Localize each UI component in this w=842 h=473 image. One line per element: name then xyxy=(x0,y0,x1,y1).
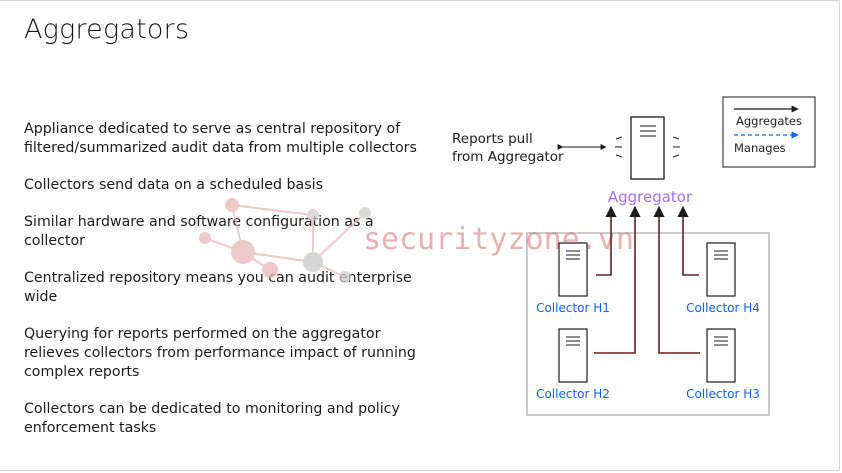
bullet-item: Appliance dedicated to serve as central … xyxy=(24,121,417,156)
aggregator-label: Aggregator xyxy=(608,188,693,206)
collector-h1-label: Collector H1 xyxy=(536,301,610,315)
legend-manages-label: Manages xyxy=(734,141,786,155)
connection-h3 xyxy=(653,205,700,354)
legend: Aggregates Manages xyxy=(722,96,816,168)
collector-h4-server-icon xyxy=(706,242,736,297)
bullet-item: Collectors can be dedicated to monitorin… xyxy=(24,401,400,436)
bullet-list: Appliance dedicated to serve as central … xyxy=(24,120,434,456)
collector-h2-label: Collector H2 xyxy=(536,387,610,401)
legend-aggregates-label: Aggregates xyxy=(736,114,802,128)
connection-h2 xyxy=(594,205,641,354)
connection-h4 xyxy=(677,205,699,276)
bullet-item: Similar hardware and software configurat… xyxy=(24,214,374,249)
bullet-item: Collectors send data on a scheduled basi… xyxy=(24,177,323,193)
bullet-item: Centralized repository means you can aud… xyxy=(24,270,412,305)
aggregates-connections xyxy=(594,205,700,354)
watermark: securityzone.vn xyxy=(199,198,634,283)
aggregator-server-icon xyxy=(615,116,680,180)
network-logo-icon xyxy=(199,198,371,283)
slide-title: Aggregators xyxy=(24,14,190,45)
watermark-text: securityzone.vn xyxy=(363,222,634,257)
reports-pull-label-line2: from Aggregator xyxy=(452,149,564,165)
collector-h3-label: Collector H3 xyxy=(686,387,760,401)
collector-h2-server-icon xyxy=(558,328,588,383)
connection-h1 xyxy=(596,205,617,276)
collectors-group-box xyxy=(526,232,770,416)
collector-h3-server-icon xyxy=(706,328,736,383)
reports-pull-label-line1: Reports pull xyxy=(452,131,533,147)
collector-h4-label: Collector H4 xyxy=(686,301,760,315)
collector-h1-server-icon xyxy=(558,242,588,297)
bullet-item: Querying for reports performed on the ag… xyxy=(24,326,416,380)
